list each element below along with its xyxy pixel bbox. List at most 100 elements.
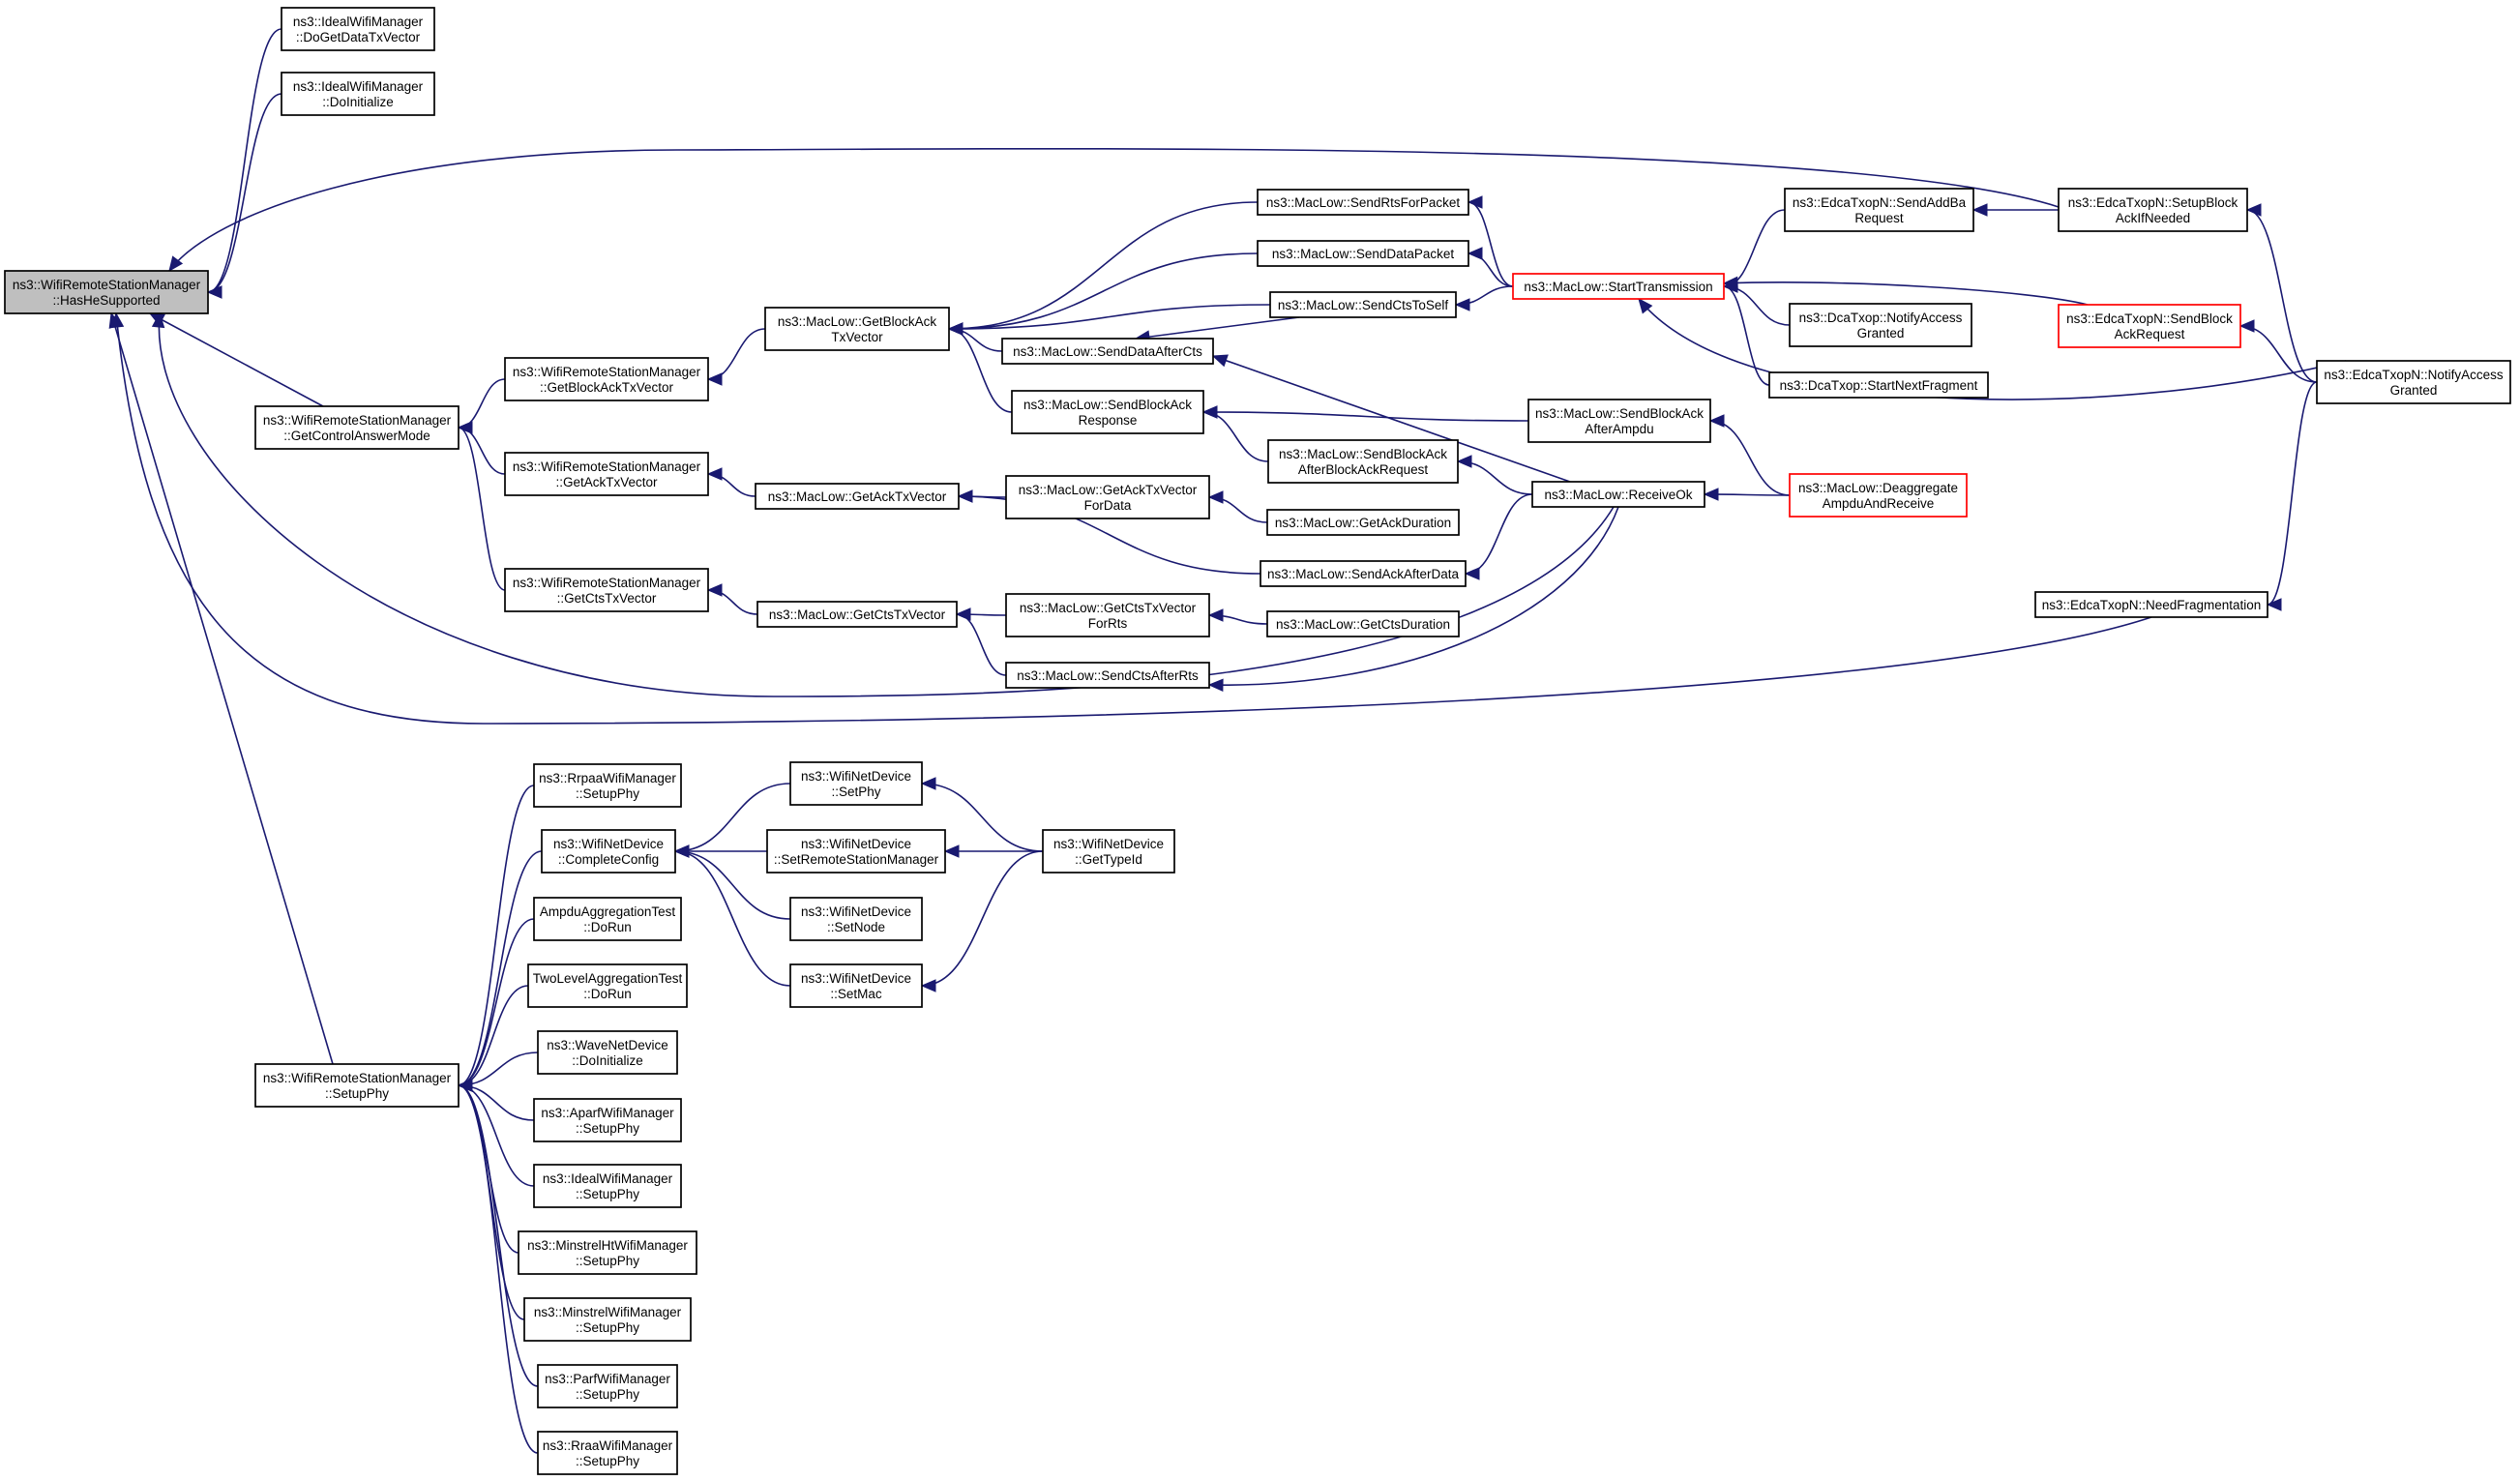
node-minstrel-setupphy[interactable]: ns3::MinstrelWifiManager::SetupPhy [523, 1297, 692, 1342]
node-wrsm-setupphy[interactable]: ns3::WifiRemoteStationManager::SetupPhy [254, 1063, 460, 1108]
node-wnd-completeconfig[interactable]: ns3::WifiNetDevice::CompleteConfig [541, 829, 676, 874]
node-label-line: ns3::WifiRemoteStationManager [13, 278, 201, 292]
node-box [1266, 610, 1460, 637]
node-wnd-setnode[interactable]: ns3::WifiNetDevice::SetNode [789, 897, 923, 941]
edge-line [1709, 420, 1791, 496]
edge-line [207, 28, 282, 293]
node-twolevel-dorun[interactable]: TwoLevelAggregationTest::DoRun [527, 963, 688, 1008]
node-minstrelht-setupphy[interactable]: ns3::MinstrelHtWifiManager::SetupPhy [518, 1230, 697, 1275]
node-label-line: ::SetMac [830, 987, 882, 1001]
node-ideal-doinit[interactable]: ns3::IdealWifiManager::DoInitialize [281, 72, 435, 116]
edge-arrowhead [1454, 298, 1470, 311]
node-rrpaa-setupphy[interactable]: ns3::RrpaaWifiManager::SetupPhy [533, 763, 682, 808]
node-label-line: ns3::MacLow::GetCtsTxVector [1020, 601, 1197, 615]
node-ampdu-dorun[interactable]: AmpduAggregationTest::DoRun [533, 897, 682, 941]
node-ideal-setupphy[interactable]: ns3::IdealWifiManager::SetupPhy [533, 1164, 682, 1208]
node-ml-sendctstoself[interactable]: ns3::MacLow::SendCtsToSelf [1269, 291, 1457, 318]
node-wnd-setphy[interactable]: ns3::WifiNetDevice::SetPhy [789, 761, 923, 806]
node-ml-sendblockackafterreq[interactable]: ns3::MacLow::SendBlockAckAfterBlockAckRe… [1267, 439, 1459, 484]
node-box [533, 897, 682, 941]
node-box [254, 1063, 460, 1108]
node-getacktx[interactable]: ns3::WifiRemoteStationManager::GetAckTxV… [504, 452, 709, 496]
node-label-line: ns3::IdealWifiManager [293, 79, 424, 94]
node-ml-sendrts[interactable]: ns3::MacLow::SendRtsForPacket [1257, 189, 1469, 216]
node-label-line: ns3::MacLow::StartTransmission [1524, 280, 1712, 294]
node-box [504, 568, 709, 612]
node-label-line: AfterBlockAckRequest [1298, 462, 1429, 477]
node-ml-starttx[interactable]: ns3::MacLow::StartTransmission [1512, 273, 1725, 300]
node-label-line: ns3::EdcaTxopN::NotifyAccess [2324, 368, 2504, 382]
node-ml-sendackafterdata[interactable]: ns3::MacLow::SendAckAfterData [1260, 560, 1467, 587]
node-label-line: ns3::WifiRemoteStationManager [513, 365, 701, 379]
node-label-line: AckIfNeeded [2116, 211, 2190, 225]
node-box [1005, 593, 1210, 637]
node-box [756, 601, 958, 628]
edge-line [921, 783, 1044, 852]
node-label-line: ::GetAckTxVector [555, 475, 658, 489]
node-label-line: AmpduAggregationTest [540, 904, 676, 919]
edge-ml_starttx-to-ml_senddata [1467, 247, 1514, 287]
node-wnd-setrsm[interactable]: ns3::WifiNetDevice::SetRemoteStationMana… [766, 829, 946, 874]
edge-arrowhead [1207, 490, 1224, 504]
node-label-line: ::SetupPhy [576, 786, 639, 801]
edge-ampdu_dorun-to-wrsm_setupphy [457, 918, 535, 1092]
edge-rraa_setupphy-to-wrsm_setupphy [457, 1079, 539, 1454]
edge-ml_receiveok-to-ml_sendctsafterrts [1207, 506, 1619, 693]
node-box [1257, 240, 1469, 267]
node-wnd-setmac[interactable]: ns3::WifiNetDevice::SetMac [789, 963, 923, 1008]
edge-line [458, 1084, 539, 1387]
node-label-line: ForRts [1088, 616, 1128, 631]
node-ml-getctsduration[interactable]: ns3::MacLow::GetCtsDuration [1266, 610, 1460, 637]
node-ml-getctstx[interactable]: ns3::MacLow::GetCtsTxVector [756, 601, 958, 628]
edge-ml_getblockack-to-getblockacktx [706, 328, 766, 386]
edge-arrowhead [2245, 203, 2262, 217]
node-dca-startnextfrag[interactable]: ns3::DcaTxop::StartNextFragment [1768, 371, 1989, 399]
node-ml-getblockack[interactable]: ns3::MacLow::GetBlockAckTxVector [764, 307, 950, 351]
node-label-line: ns3::DcaTxop::NotifyAccess [1799, 311, 1963, 325]
node-root[interactable]: ns3::WifiRemoteStationManager::HasHeSupp… [4, 270, 209, 314]
node-aparf-setupphy[interactable]: ns3::AparfWifiManager::SetupPhy [533, 1098, 682, 1142]
node-wnd-gettypeid[interactable]: ns3::WifiNetDevice::GetTypeId [1042, 829, 1175, 874]
edge-arrowhead [1211, 354, 1229, 368]
node-edca-needfrag[interactable]: ns3::EdcaTxopN::NeedFragmentation [2034, 591, 2268, 618]
node-ml-receiveok[interactable]: ns3::MacLow::ReceiveOk [1531, 481, 1705, 508]
node-box [281, 7, 435, 51]
edge-arrowhead [1464, 567, 1480, 580]
node-parf-setupphy[interactable]: ns3::ParfWifiManager::SetupPhy [537, 1364, 678, 1408]
node-ml-senddata[interactable]: ns3::MacLow::SendDataPacket [1257, 240, 1469, 267]
node-label-line: ::GetTypeId [1075, 852, 1142, 867]
edge-wnd_gettypeid-to-wnd_setmac [920, 850, 1044, 992]
node-rraa-setupphy[interactable]: ns3::RraaWifiManager::SetupPhy [537, 1431, 678, 1475]
node-ml-senddataaftercts[interactable]: ns3::MacLow::SendDataAfterCts [1001, 338, 1214, 365]
node-getctrlanswer[interactable]: ns3::WifiRemoteStationManager::GetContro… [254, 405, 460, 450]
edge-ml_starttx-to-ml_sendrts [1467, 195, 1514, 287]
node-getctstx[interactable]: ns3::WifiRemoteStationManager::GetCtsTxV… [504, 568, 709, 612]
node-label-line: ForData [1084, 498, 1132, 513]
edge-arrowhead [1638, 298, 1653, 314]
node-ml-getacktx[interactable]: ns3::MacLow::GetAckTxVector [755, 483, 960, 510]
edge-line [921, 850, 1044, 987]
node-wave-doinit[interactable]: ns3::WaveNetDevice::DoInitialize [537, 1030, 678, 1075]
node-ml-getackduration[interactable]: ns3::MacLow::GetAckDuration [1266, 509, 1460, 536]
edge-line [1723, 285, 1791, 326]
edge-ml_sendctstoself-to-ml_getblockack [947, 304, 1271, 336]
node-label-line: ns3::MacLow::SendBlockAck [1535, 406, 1704, 421]
nodes-layer: ns3::WifiRemoteStationManager::HasHeSupp… [4, 7, 2511, 1475]
node-ideal-dogetdata[interactable]: ns3::IdealWifiManager::DoGetDataTxVector [281, 7, 435, 51]
edge-line [1468, 252, 1514, 287]
node-ml-sendctsafterrts[interactable]: ns3::MacLow::SendCtsAfterRts [1005, 662, 1210, 689]
node-getblockacktx[interactable]: ns3::WifiRemoteStationManager::GetBlockA… [504, 357, 709, 401]
edge-arrowhead [168, 255, 184, 273]
node-label-line: ns3::WifiRemoteStationManager [263, 1071, 452, 1085]
edge-ml_starttx-to-ml_sendctstoself [1454, 285, 1514, 311]
